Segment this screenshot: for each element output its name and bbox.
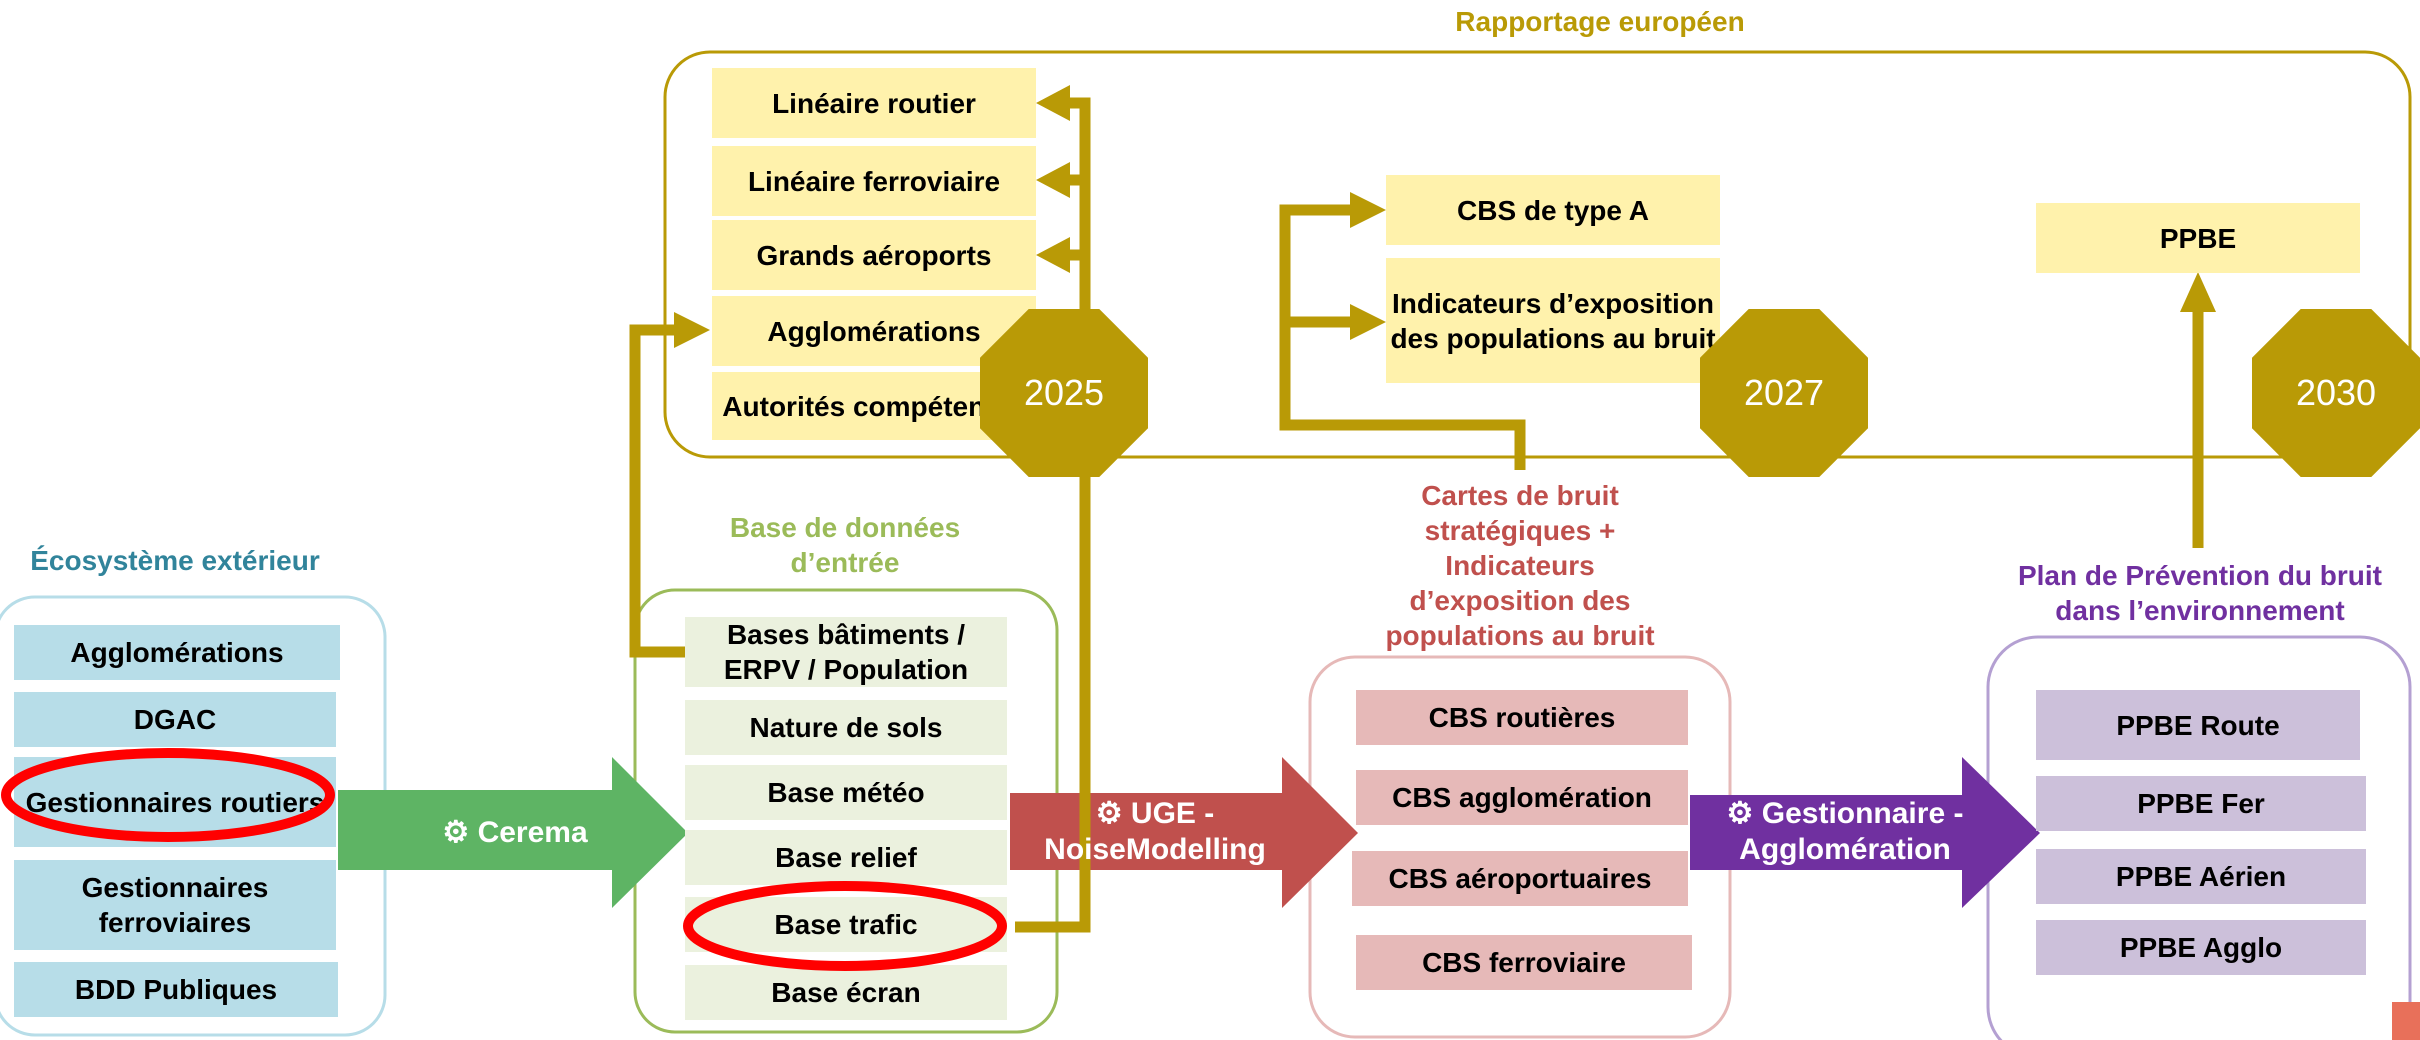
reporting-2025-lineaire-ferroviaire: Linéaire ferroviaire: [712, 146, 1036, 216]
arrowhead-cbs-type-a: [1350, 192, 1386, 228]
highlight-ellipse-base-trafic: [683, 881, 1007, 971]
connector-bases-batiments-agglomerations: [629, 324, 685, 658]
highlight-ellipse-gestionnaires-routiers: [1, 748, 335, 842]
rapportage-title: Rapportage européen: [1455, 6, 1745, 37]
ecosysteme-item-gestionnaires-ferroviaires: Gestionnaires ferroviaires: [14, 860, 336, 950]
ecosysteme-title: Écosystème extérieur: [30, 545, 320, 576]
corner-marker: [2392, 1002, 2420, 1040]
arrowhead-agglomerations: [674, 312, 710, 348]
reporting-2025-lineaire-routier: Linéaire routier: [712, 68, 1036, 138]
ppbe-item-aerien: PPBE Aérien: [2036, 849, 2366, 904]
cbs-item-agglomeration: CBS agglomération: [1356, 770, 1688, 825]
gestionnaire-arrow: [1690, 757, 2040, 908]
connector-arrowheads: [674, 85, 2216, 348]
cbs-item-ferroviaire: CBS ferroviaire: [1356, 935, 1692, 990]
year-2025-badge: 2025: [980, 309, 1148, 477]
bdd-item-nature-de-sols: Nature de sols: [685, 700, 1007, 755]
ecosysteme-item-dgac: DGAC: [14, 692, 336, 747]
bdd-item-base-trafic: Base trafic: [685, 897, 1007, 952]
ppbe-item-agglo: PPBE Agglo: [2036, 920, 2366, 975]
cerema-arrow: [338, 757, 688, 908]
arrowhead-indicateurs: [1350, 304, 1386, 340]
cerema-arrow-label: ⚙ Cerema: [442, 816, 588, 849]
ppbe-title: Plan de Prévention du bruit dans l’envir…: [2017, 560, 2383, 626]
year-2027-badge: 2027: [1700, 309, 1868, 477]
arrowhead-lineaire-routier: [1036, 85, 1070, 121]
bdd-item-base-relief: Base relief: [685, 830, 1007, 885]
uge-arrow-label: ⚙ UGE - NoiseModelling: [1044, 797, 1266, 866]
cbs-item-aeroportuaires: CBS aéroportuaires: [1352, 851, 1688, 906]
cbs-title: Cartes de bruit stratégiques + Indicateu…: [1385, 480, 1655, 651]
cbs-item-routieres: CBS routières: [1356, 690, 1688, 745]
reporting-2030-ppbe: PPBE: [2036, 203, 2360, 273]
bdd-title: Base de données d’entrée: [729, 512, 961, 578]
connector-base-trafic-2025: [1015, 97, 1091, 933]
bdd-item-bases-batiments: Bases bâtiments / ERPV / Population: [685, 617, 1007, 687]
ppbe-item-fer: PPBE Fer: [2036, 776, 2366, 831]
arrowhead-lineaire-ferroviaire: [1036, 162, 1070, 198]
bdd-item-base-meteo: Base météo: [685, 765, 1007, 820]
uge-arrow: [1010, 757, 1358, 908]
reporting-2025-grands-aeroports: Grands aéroports: [712, 220, 1036, 290]
reporting-2027-indicateurs: Indicateurs d’exposition des populations…: [1386, 258, 1720, 383]
reporting-2027-cbs-type-a: CBS de type A: [1386, 175, 1720, 245]
gestionnaire-arrow-label: ⚙ Gestionnaire - Agglomération: [1726, 797, 1964, 866]
ppbe-item-route: PPBE Route: [2036, 690, 2360, 760]
arrowhead-grands-aeroports: [1036, 237, 1070, 273]
arrowhead-ppbe: [2180, 272, 2216, 312]
rapportage-container: [663, 50, 2412, 459]
year-2030-badge: 2030: [2252, 309, 2420, 477]
bdd-item-base-ecran: Base écran: [685, 965, 1007, 1020]
connector-cbs-2027: [1279, 204, 1526, 470]
ecosysteme-item-bdd-publiques: BDD Publiques: [14, 962, 338, 1017]
reporting-2025-agglomerations: Agglomérations: [712, 296, 1036, 366]
ecosysteme-item-agglomerations: Agglomérations: [14, 625, 340, 680]
